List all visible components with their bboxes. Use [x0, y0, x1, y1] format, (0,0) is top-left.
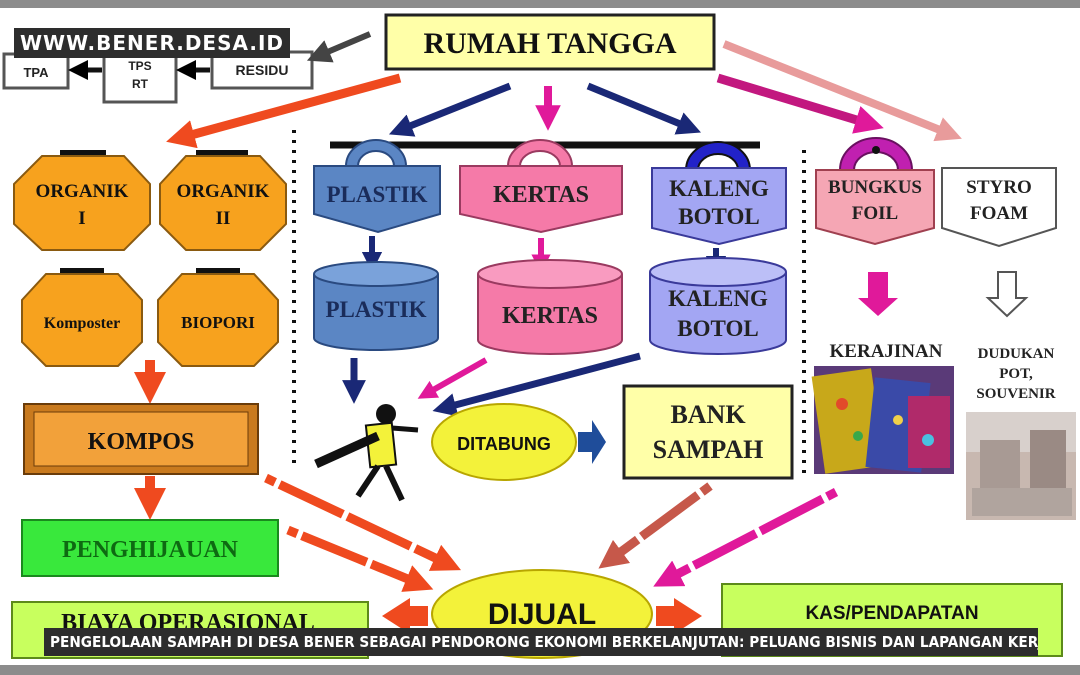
node-styro-foam: STYRO FOAM: [941, 167, 1057, 248]
person-figure: [314, 404, 419, 502]
souvenir-label: SOUVENIR: [976, 386, 1055, 402]
ditabung-arrow: [578, 420, 606, 464]
article-caption: PENGELOLAAN SAMPAH DI DESA BENER SEBAGAI…: [44, 628, 1038, 656]
penghijauan-label: PENGHIJAUAN: [62, 537, 239, 563]
node-kaleng-sign: KALENG BOTOL: [651, 141, 787, 246]
kerajinan-photo: [811, 366, 954, 474]
node-kertas-bin: KERTAS: [477, 259, 623, 355]
residu-label: RESIDU: [236, 62, 289, 78]
styro-label: STYRO: [966, 177, 1031, 198]
rumah-tangga-arrows: [166, 40, 962, 149]
tps-label: TPS: [128, 59, 151, 73]
kertas-bin-label: KERTAS: [502, 303, 598, 329]
node-residu: RESIDU: [210, 50, 314, 90]
dijual-label: DIJUAL: [488, 598, 596, 631]
dijual-side-arrows: [382, 598, 702, 634]
biopori-label: BIOPORI: [181, 313, 255, 332]
organik-1-numeral: I: [78, 208, 85, 229]
tpa-label: TPA: [23, 65, 49, 80]
organik-1-label: ORGANIK: [36, 181, 129, 202]
rumah-tangga-label: RUMAH TANGGA: [423, 27, 676, 60]
bank-label: BANK: [670, 400, 746, 429]
right-down-arrows: [858, 271, 1029, 318]
sampah-label: SAMPAH: [653, 435, 764, 464]
frame-top-border: [0, 0, 1080, 8]
dudukan-label: DUDUKAN: [978, 346, 1055, 362]
kertas-sign-label: KERTAS: [493, 182, 589, 208]
node-kertas-sign: KERTAS: [459, 139, 623, 234]
kerajinan-label: KERAJINAN: [830, 341, 943, 362]
rt-label: RT: [132, 77, 149, 91]
ditabung-label: DITABUNG: [457, 434, 551, 454]
node-tpa: TPA: [2, 52, 70, 90]
node-biopori: BIOPORI: [157, 268, 279, 367]
site-watermark: WWW.BENER.DESA.ID: [14, 28, 290, 58]
bin-to-person-arrows: [342, 352, 641, 417]
plastik-bin-label: PLASTIK: [326, 297, 427, 322]
botol-sign-label: BOTOL: [678, 204, 759, 229]
node-bank-sampah: BANK SAMPAH: [622, 384, 794, 480]
node-plastik-bin: PLASTIK: [313, 261, 439, 351]
residu-chain-arrows: [68, 31, 372, 80]
foam-label: FOAM: [970, 203, 1028, 224]
kaleng-bin-label: KALENG: [668, 286, 768, 311]
pot-label: POT,: [999, 366, 1033, 382]
frame-bottom-border: [0, 665, 1080, 675]
node-rumah-tangga: RUMAH TANGGA: [384, 13, 716, 71]
kas-pendapatan-label: KAS/PENDAPATAN: [805, 603, 978, 624]
node-komposter: Komposter: [21, 268, 143, 367]
dudukan-label-group: DUDUKAN POT, SOUVENIR: [976, 346, 1055, 402]
organik-2-label: ORGANIK: [177, 181, 270, 202]
plastik-sign-label: PLASTIK: [327, 182, 428, 207]
node-plastik-sign: PLASTIK: [313, 139, 441, 234]
node-organik-1: ORGANIK I: [13, 150, 151, 251]
node-bungkus-foil: BUNGKUS FOIL: [815, 137, 935, 246]
botol-bin-label: BOTOL: [677, 316, 758, 341]
organik-2-numeral: II: [216, 208, 231, 229]
komposter-label: Komposter: [44, 315, 120, 332]
node-kaleng-bin: KALENG BOTOL: [649, 257, 787, 355]
foil-label: FOIL: [852, 203, 898, 224]
arrows-to-dijual: [264, 473, 839, 592]
node-organik-2: ORGANIK II: [159, 150, 287, 251]
bungkus-label: BUNGKUS: [828, 177, 922, 198]
node-penghijauan: PENGHIJAUAN: [21, 519, 279, 577]
node-ditabung: DITABUNG: [431, 403, 577, 481]
kaleng-sign-label: KALENG: [669, 176, 769, 201]
kompos-label: KOMPOS: [88, 429, 195, 455]
souvenir-photo: [966, 412, 1076, 520]
node-kompos: KOMPOS: [23, 403, 259, 475]
